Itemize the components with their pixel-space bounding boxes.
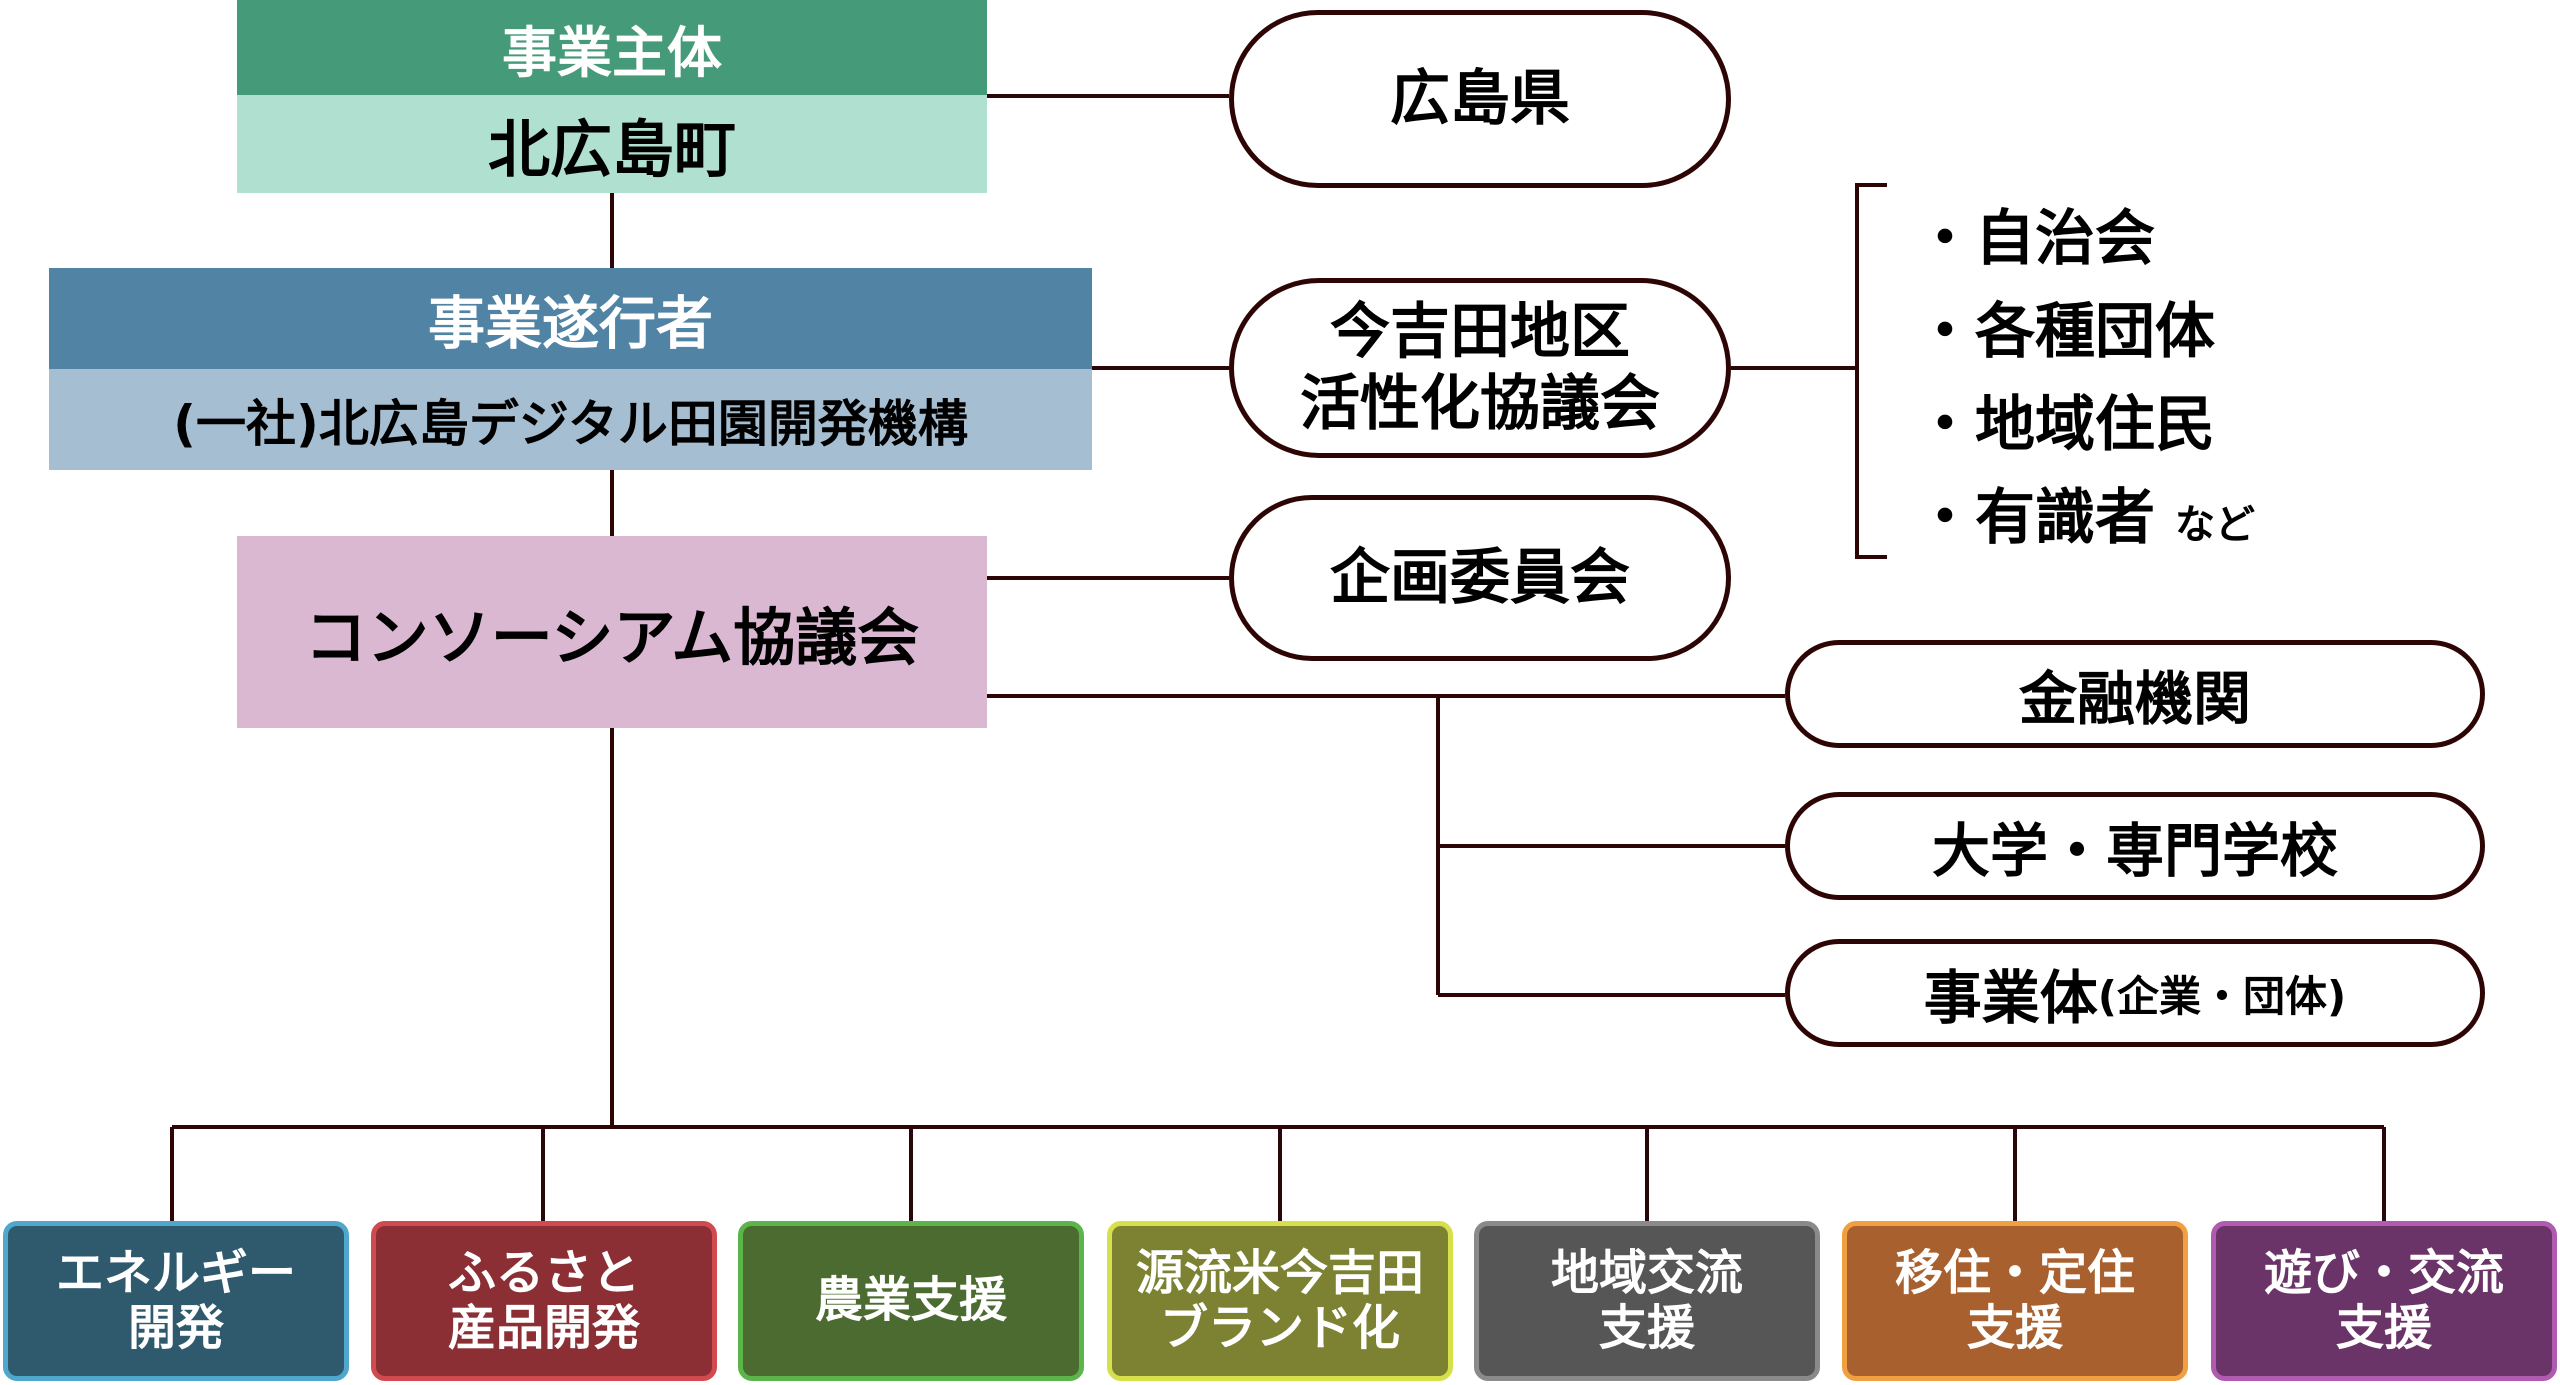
project-label: ブランド化 — [1159, 1300, 1400, 1356]
project-label: エネルギー — [55, 1244, 296, 1301]
entity-name: 北広島町 — [237, 95, 987, 193]
project-box: エネルギー開発 — [3, 1221, 349, 1381]
partner-planning-committee: 企画委員会 — [1229, 495, 1731, 661]
project-label: ふるさと — [447, 1244, 640, 1301]
project-label: 遊び・交流 — [2263, 1244, 2504, 1301]
project-label: 移住・定住 — [1894, 1244, 2135, 1301]
project-box: 地域交流支援 — [1474, 1221, 1820, 1381]
project-label: 支援 — [1598, 1300, 1695, 1356]
operator-name: (一社)北広島デジタル田園開発機構 — [49, 369, 1092, 470]
project-box: 源流米今吉田ブランド化 — [1107, 1221, 1453, 1381]
project-box: 移住・定住支援 — [1842, 1221, 2188, 1381]
business-main: 事業体 — [1923, 964, 2098, 1032]
project-box: 遊び・交流支援 — [2211, 1221, 2557, 1381]
org-financial: 金融機関 — [1785, 640, 2485, 748]
project-label: 源流米今吉田 — [1135, 1244, 1424, 1301]
operator-label: 事業遂行者 — [49, 268, 1092, 369]
member-item: ・地域住民 — [1915, 390, 2215, 460]
project-box: 農業支援 — [738, 1221, 1084, 1381]
project-box: ふるさと産品開発 — [371, 1221, 717, 1381]
consortium-box: コンソーシアム協議会 — [237, 536, 987, 728]
project-label: 支援 — [1966, 1300, 2063, 1356]
member-suffix: など — [2175, 502, 2255, 548]
partner-hiroshima: 広島県 — [1229, 10, 1731, 188]
org-business: 事業体(企業・団体) — [1785, 939, 2485, 1047]
member-item-label: ・有識者 — [1915, 483, 2155, 553]
member-item: ・各種団体 — [1915, 297, 2215, 367]
partner-imayoshida: 今吉田地区 活性化協議会 — [1229, 278, 1731, 458]
business-sub: (企業・団体) — [2097, 971, 2347, 1021]
project-label: 農業支援 — [814, 1272, 1007, 1329]
project-label: 支援 — [2335, 1300, 2432, 1356]
member-item: ・有識者など — [1915, 469, 2255, 556]
member-item: ・自治会 — [1915, 204, 2155, 274]
project-label: 開発 — [127, 1300, 224, 1356]
project-label: 産品開発 — [447, 1300, 640, 1356]
org-universities: 大学・専門学校 — [1785, 792, 2485, 900]
entity-label: 事業主体 — [237, 0, 987, 95]
project-label: 地域交流 — [1550, 1244, 1743, 1301]
